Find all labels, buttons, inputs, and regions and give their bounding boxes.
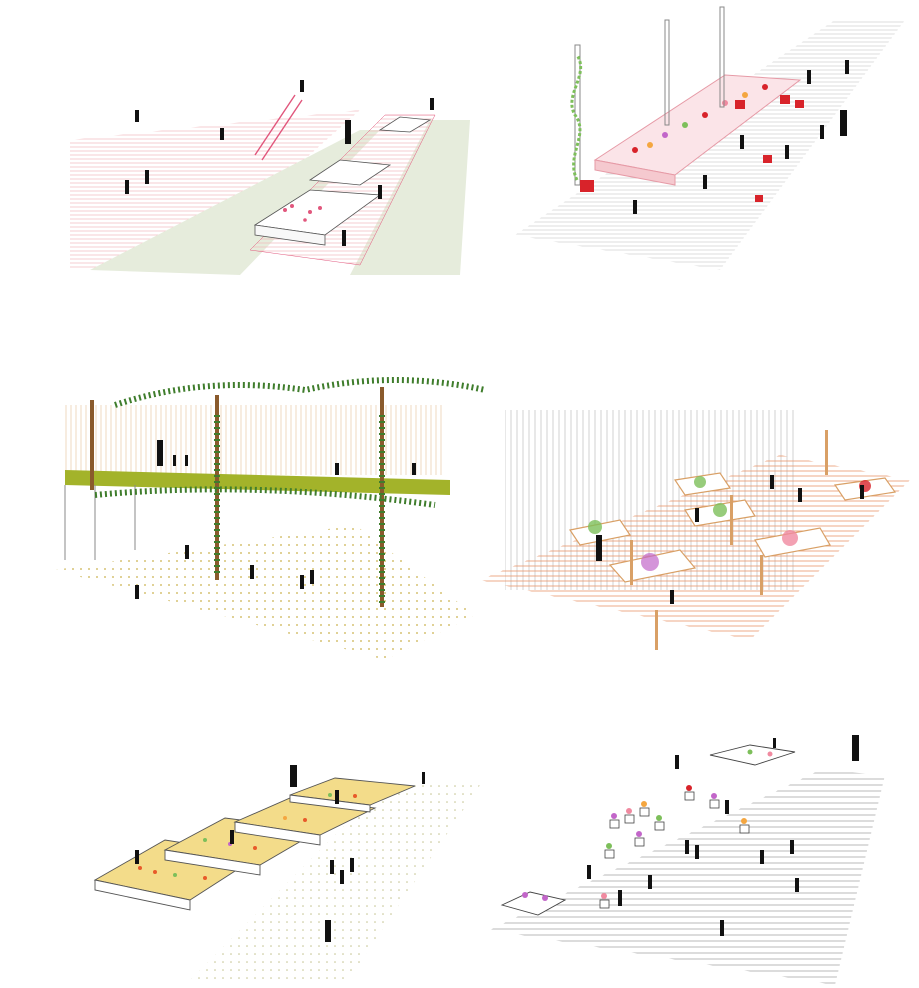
- flower-cluster: [283, 204, 322, 222]
- red-pots: [580, 95, 804, 202]
- pink-lined-ground: [70, 110, 360, 270]
- raised-beds: [93, 777, 416, 911]
- tulip-rows: [138, 793, 357, 880]
- panel-playground-planter: [60, 70, 470, 285]
- dotted-floor: [55, 525, 475, 660]
- person-figures: [587, 735, 859, 936]
- striped-deck: [480, 455, 910, 640]
- panel-flower-bed-deck: [515, 5, 915, 270]
- flower-pots: [599, 791, 750, 909]
- panel-pergola-terrace: [55, 375, 490, 660]
- dotted-plaza: [185, 785, 480, 985]
- panel-screen-wall-garden: [480, 410, 915, 655]
- screen-wall: [65, 405, 445, 475]
- person-figures: [125, 80, 434, 246]
- panel-raised-beds-rows: [85, 760, 480, 985]
- lawn-strip-right: [350, 120, 470, 275]
- climbing-vine: [570, 54, 583, 181]
- terrace-slab: [65, 470, 450, 495]
- vine-canopy: [114, 377, 486, 408]
- person-figures: [633, 60, 849, 214]
- blooms: [522, 749, 773, 901]
- slide: [254, 94, 296, 156]
- lawn-strip: [90, 130, 380, 275]
- person-figures: [596, 475, 864, 604]
- cart-planter: [500, 891, 567, 916]
- timber-posts: [630, 430, 828, 650]
- display-table: [709, 744, 796, 766]
- small-planter: [308, 159, 392, 186]
- panel-potted-market-steps: [490, 730, 915, 985]
- person-figures: [135, 440, 416, 599]
- person-figures: [135, 765, 425, 942]
- striped-steps: [490, 770, 885, 985]
